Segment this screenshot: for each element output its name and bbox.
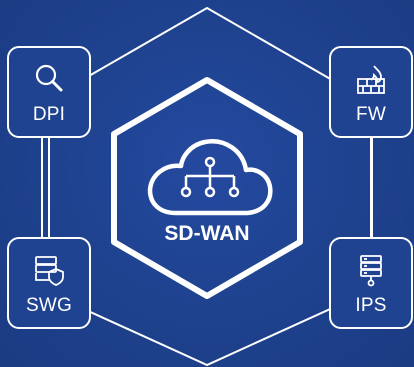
center-label: SD-WAN [164, 222, 250, 245]
node-ips[interactable]: IPS [329, 237, 413, 329]
node-label: IPS [355, 295, 387, 316]
node-label: FW [356, 104, 386, 125]
node-label: DPI [32, 104, 66, 125]
node-dpi[interactable]: DPI [7, 46, 91, 138]
node-label: SWG [26, 295, 72, 316]
network-tree-icon [180, 156, 240, 198]
magnifier-icon [35, 64, 63, 92]
server-shield-icon [35, 256, 64, 286]
firewall-icon [357, 65, 385, 94]
node-swg[interactable]: SWG [7, 237, 91, 329]
server-rack-icon [360, 255, 382, 287]
cloud-network-icon [147, 139, 273, 216]
outer-hexagon [41, 6, 373, 367]
node-fw[interactable]: FW [329, 46, 413, 138]
inner-hexagon [111, 77, 303, 299]
